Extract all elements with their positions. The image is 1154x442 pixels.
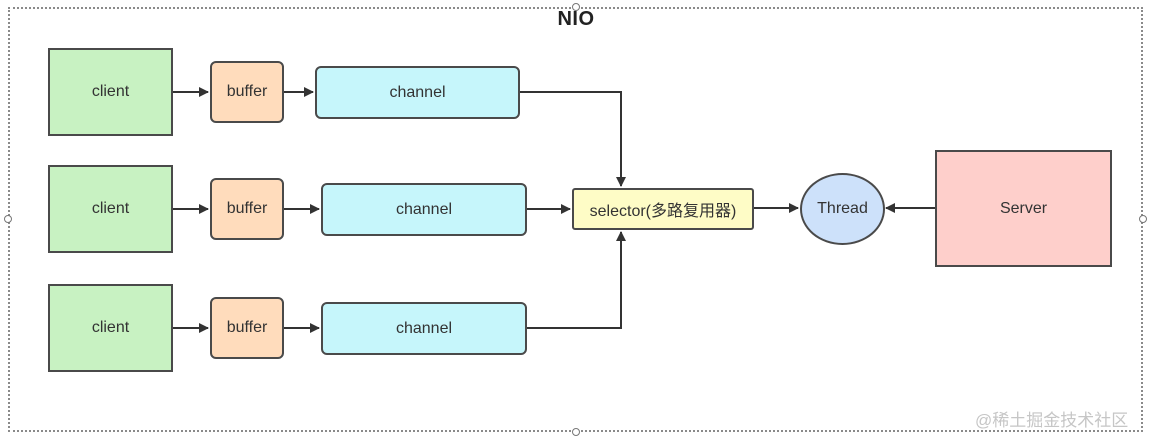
buffer-label-1: buffer [226,83,268,100]
thread-label: Thread [817,200,868,217]
buffer-box-1[interactable]: buffer [210,61,284,123]
client-box-1[interactable]: client [48,48,173,136]
client-box-3[interactable]: client [48,284,173,372]
watermark-text: @稀土掘金技术社区 [975,411,1129,430]
buffer-label-2: buffer [226,200,268,217]
client-box-2[interactable]: client [48,165,173,253]
buffer-box-3[interactable]: buffer [210,297,284,359]
channel-box-2[interactable]: channel [321,183,527,236]
client-label-3: client [91,319,130,336]
thread-circle[interactable]: Thread [800,173,885,245]
channel-label-1: channel [389,83,446,101]
diagram-title: NIO [557,8,595,30]
channel-label-2: channel [395,200,453,218]
server-box[interactable]: Server [935,150,1112,267]
buffer-label-3: buffer [226,319,268,336]
client-label-2: client [91,200,130,217]
arrow-channel1-selector [520,91,626,187]
arrow-channel3-selector [527,231,626,329]
channel-box-1[interactable]: channel [315,66,520,119]
channel-box-3[interactable]: channel [321,302,527,355]
buffer-box-2[interactable]: buffer [210,178,284,240]
channel-label-3: channel [395,319,453,337]
resize-handle-bottom[interactable] [572,428,580,436]
resize-handle-right[interactable] [1139,215,1147,223]
resize-handle-top[interactable] [572,3,580,11]
selector-box[interactable]: selector(多路复用器) [572,188,754,230]
selector-label: selector(多路复用器) [589,203,737,220]
client-label-1: client [91,83,130,100]
server-label: Server [999,199,1048,217]
resize-handle-left[interactable] [4,215,12,223]
